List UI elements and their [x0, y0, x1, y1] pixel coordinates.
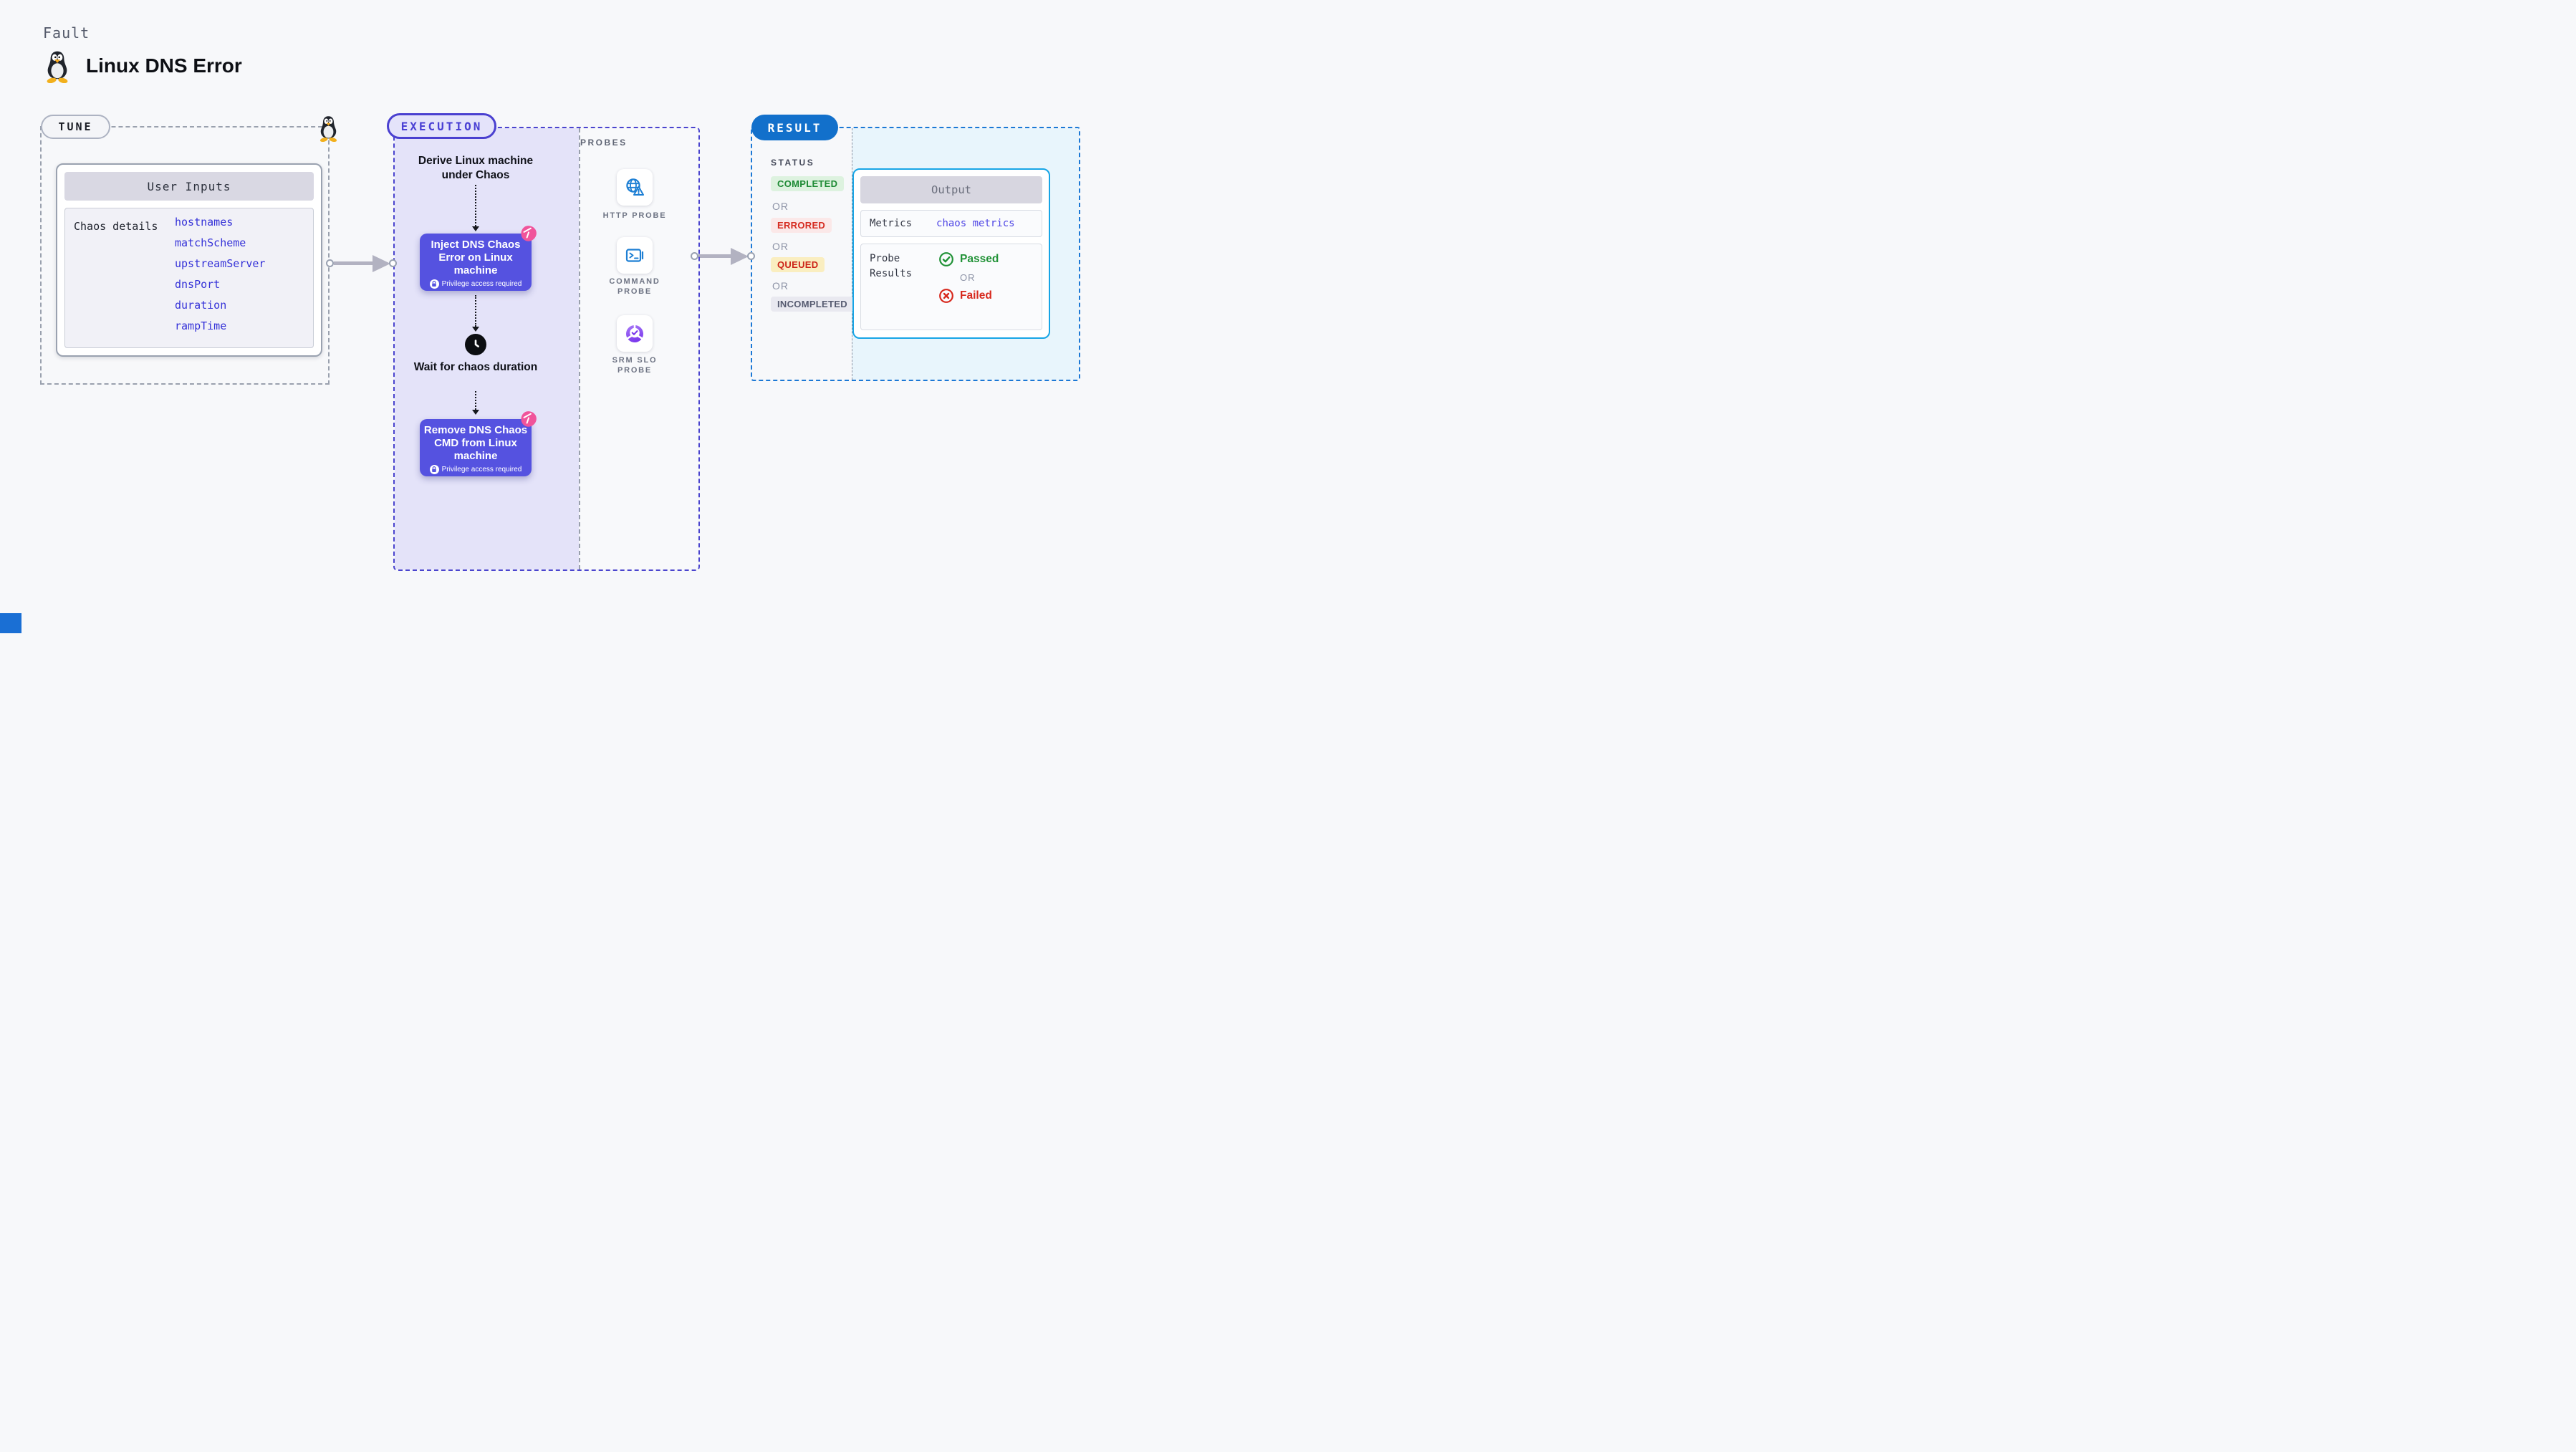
inject-dns-chaos-node[interactable]: Inject DNS Chaos Error on Linux machine …	[420, 226, 537, 291]
terminal-icon	[625, 248, 644, 262]
connector-dot	[389, 259, 397, 267]
param-hostnames: hostnames	[175, 216, 234, 229]
execution-region	[393, 127, 700, 571]
status-badge-errored: ERRORED	[771, 218, 832, 233]
fault-eyebrow-label: Fault	[43, 24, 90, 42]
privilege-note: Privilege access required	[420, 465, 532, 474]
connector-dot	[691, 252, 698, 260]
metrics-value: chaos metrics	[936, 218, 1015, 229]
metrics-label: Metrics	[870, 218, 913, 229]
param-duration: duration	[175, 299, 227, 312]
status-section-label: STATUS	[771, 158, 815, 168]
arrow-head-icon	[472, 410, 479, 415]
or-label: OR	[772, 201, 789, 212]
user-inputs-card: User Inputs Chaos details hostnames matc…	[56, 163, 322, 357]
metrics-row: Metrics chaos metrics	[860, 210, 1042, 237]
arrow-head-icon	[472, 327, 479, 332]
status-badge-completed: COMPLETED	[771, 176, 845, 191]
probe-results-label: Probe Results	[870, 253, 913, 279]
param-matchscheme: matchScheme	[175, 236, 246, 249]
command-probe-card[interactable]	[617, 237, 653, 274]
bottom-left-widget[interactable]	[0, 613, 21, 633]
privilege-note-text: Privilege access required	[441, 280, 522, 288]
arrow-head-icon	[373, 255, 390, 272]
http-probe-label: HTTP PROBE	[602, 211, 667, 220]
remove-step-label: Remove DNS Chaos CMD from Linux machine	[423, 424, 528, 462]
arrow-head-icon	[731, 248, 749, 265]
or-label: OR	[772, 241, 789, 252]
probe-result-passed: Passed	[938, 251, 999, 267]
user-inputs-body: Chaos details hostnames matchScheme upst…	[64, 208, 314, 348]
inject-step-label: Inject DNS Chaos Error on Linux machine	[431, 239, 521, 277]
privilege-note-text: Privilege access required	[441, 466, 522, 473]
wait-clock-icon	[465, 334, 486, 355]
probe-result-failed: Failed	[938, 288, 992, 304]
remove-dns-chaos-node[interactable]: Remove DNS Chaos CMD from Linux machine …	[420, 411, 537, 476]
arrow-head-icon	[472, 226, 479, 231]
param-upstreamserver: upstreamServer	[175, 257, 266, 270]
param-dnsport: dnsPort	[175, 278, 221, 291]
execution-to-result-arrow	[698, 254, 731, 258]
probes-section-label: PROBES	[580, 138, 628, 148]
srm-slo-probe-card[interactable]	[617, 315, 653, 352]
result-pill: RESULT	[751, 115, 838, 140]
output-card: Output Metrics chaos metrics Probe Resul…	[852, 168, 1050, 339]
or-label: OR	[772, 280, 789, 292]
chaos-details-label: Chaos details	[74, 220, 158, 233]
privilege-note: Privilege access required	[420, 279, 532, 289]
globe-warning-icon	[626, 178, 644, 196]
fault-diagram: Fault Linux DNS Error TUNE User Inputs C…	[0, 0, 1103, 633]
or-label: OR	[960, 272, 976, 283]
lock-icon	[429, 279, 439, 289]
flow-connector	[475, 295, 476, 327]
chaos-fault-icon	[521, 226, 537, 241]
derive-step-label: Derive Linux machine under Chaos	[418, 155, 534, 181]
param-ramptime: rampTime	[175, 319, 227, 332]
tune-to-execution-arrow	[334, 261, 373, 265]
srm-slo-probe-label: SRM SLO PROBE	[612, 356, 658, 375]
connector-dot	[747, 252, 755, 260]
flow-connector	[475, 391, 476, 410]
slo-gauge-icon	[626, 324, 643, 342]
execution-flow-panel	[395, 128, 579, 569]
connector-dot	[326, 259, 334, 267]
command-probe-label: COMMAND PROBE	[609, 277, 660, 296]
execution-pill: EXECUTION	[387, 113, 496, 139]
tune-region	[40, 126, 330, 385]
lock-icon	[429, 465, 439, 474]
page-title: Linux DNS Error	[86, 54, 242, 77]
probes-separator	[579, 128, 580, 569]
status-badge-queued: QUEUED	[771, 257, 825, 272]
linux-tux-icon-small	[319, 116, 337, 142]
user-inputs-title: User Inputs	[64, 172, 314, 201]
x-circle-icon	[939, 289, 953, 303]
http-probe-card[interactable]	[617, 169, 653, 206]
output-title: Output	[860, 176, 1042, 203]
flow-connector	[475, 185, 476, 226]
tune-pill: TUNE	[41, 115, 110, 139]
check-circle-icon	[939, 252, 953, 266]
probe-results-row: Probe Results Passed OR Failed	[860, 244, 1042, 330]
wait-step-label: Wait for chaos duration	[413, 361, 538, 373]
chaos-fault-icon	[521, 411, 537, 427]
linux-tux-icon	[47, 51, 68, 83]
status-badge-incompleted: INCOMPLETED	[771, 297, 854, 312]
